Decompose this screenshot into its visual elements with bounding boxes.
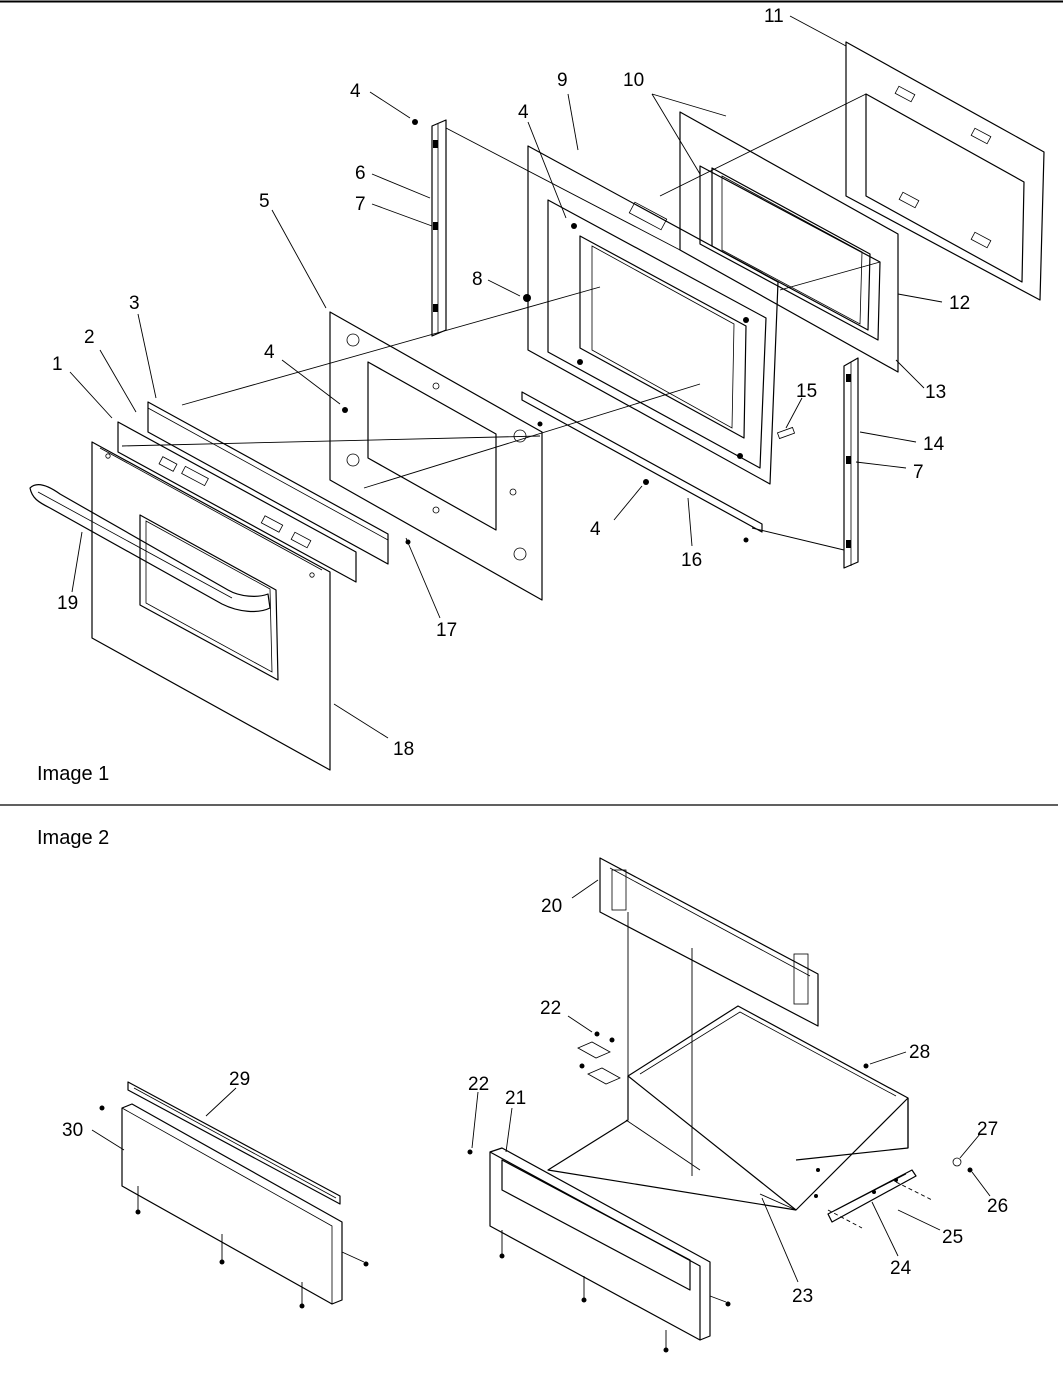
callout-17: 17 [436,620,457,641]
callout-29: 29 [229,1069,250,1090]
callout-22-upper: 22 [540,998,561,1019]
callout-23: 23 [792,1286,813,1307]
part-drawer-slide [827,1169,933,1229]
hardware-screws [342,119,796,545]
part-door-trim [117,401,389,583]
part-outer-door-panel [91,441,331,771]
callout-20: 20 [541,896,562,917]
part-drawer-front-left [99,1081,369,1309]
callout-28: 28 [909,1042,930,1063]
callout-8: 8 [472,269,483,290]
callout-30: 30 [62,1120,83,1141]
callout-7-right: 7 [913,462,924,483]
callout-3: 3 [129,293,140,314]
callout-11: 11 [764,6,784,27]
part-inner-glass-plate [329,311,543,601]
assembly-lines [121,93,881,551]
callout-13: 13 [925,382,946,403]
callout-4-liner: 4 [518,102,529,123]
part-left-side-channel [431,119,447,337]
part-glass-pack [679,111,899,373]
part-inner-door-liner [527,145,779,485]
hardware-image2 [577,1031,973,1198]
callout-leaders-image2 [91,879,991,1283]
callout-15: 15 [796,381,817,402]
part-door-handle [29,484,271,613]
callout-19: 19 [57,593,78,614]
callout-24: 24 [890,1258,912,1279]
callout-5: 5 [259,191,270,212]
callout-22-lower: 22 [468,1074,489,1095]
part-drawer-front-right [467,1147,731,1353]
callout-21: 21 [505,1088,526,1109]
callout-16: 16 [681,550,702,571]
part-drawer-box [547,912,909,1211]
callout-2: 2 [84,327,95,348]
callout-27: 27 [977,1119,998,1140]
callout-4-plate: 4 [264,342,275,363]
callout-labels-image2: 20 22 22 21 23 24 25 26 27 28 29 30 [62,896,1008,1307]
callout-9: 9 [557,70,568,91]
callout-10: 10 [623,70,644,91]
callout-14: 14 [923,434,945,455]
callout-7-left: 7 [355,194,366,215]
callout-25: 25 [942,1227,963,1248]
part-drawer-back-panel [599,857,819,1027]
callout-18: 18 [393,739,414,760]
caption-image1: Image 1 [37,763,109,785]
part-outer-door-frame [845,41,1045,301]
callout-1: 1 [52,354,63,375]
callout-labels-image1: 1 2 3 4 4 4 4 5 6 7 8 9 10 11 12 13 14 7… [52,6,970,760]
callout-4-bottom: 4 [590,519,601,540]
callout-26: 26 [987,1196,1008,1217]
caption-image2: Image 2 [37,827,109,849]
callout-12: 12 [949,293,970,314]
part-right-side-channel [843,357,859,569]
callout-leaders-image1 [69,15,943,739]
image2-drawer-assembly: Image 2 [37,827,1008,1353]
image1-door-assembly: 1 2 3 4 4 4 4 5 6 7 8 9 10 11 12 13 14 7… [29,6,1045,785]
callout-6: 6 [355,163,366,184]
part-bottom-strip [521,391,763,533]
callout-4-top: 4 [350,81,361,102]
